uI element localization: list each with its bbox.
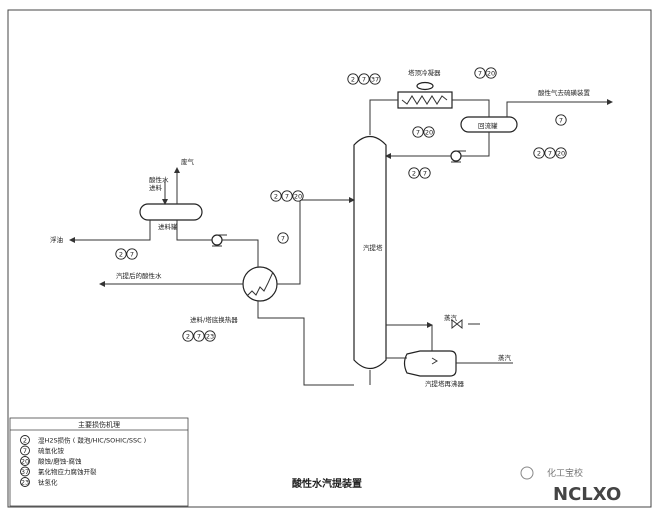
- legend-title: 主要损伤机理: [78, 420, 120, 429]
- damage-marker-feed-drum: 7: [126, 248, 138, 260]
- watermark: 化工宝校 NCLXO: [520, 466, 621, 505]
- damage-marker-feed-line: 2: [270, 190, 282, 202]
- damage-code: 7: [281, 234, 285, 242]
- damage-marker-exchanger: 2: [182, 330, 194, 342]
- damage-code: 37: [371, 75, 379, 83]
- feed-drum-label: 进料罐: [158, 222, 178, 231]
- damage-marker-pump-top: 20: [423, 126, 435, 138]
- damage-code: 7: [423, 169, 427, 177]
- legend-code-marker: 20: [20, 456, 30, 466]
- legend-code-marker: 37: [20, 466, 30, 477]
- damage-marker-to-sulfur: 7: [555, 114, 567, 126]
- damage-legend: 主要损伤机理 2 湿H2S损伤 ( 鼓泡/HIC/SOHIC/SSC ) 7 硫氢化铵…: [9, 417, 189, 507]
- damage-code: 7: [197, 332, 201, 340]
- legend-item-text: 酸蚀/磨蚀-腐蚀: [38, 456, 82, 465]
- damage-marker-condenser-left: 2: [347, 73, 359, 85]
- acid-water-feed-label-1: 酸性水: [149, 175, 169, 184]
- oil-label: 浮油: [50, 235, 63, 244]
- damage-marker-reflux-drum: 2: [533, 147, 545, 159]
- condenser-label: 塔顶冷凝器: [408, 68, 441, 77]
- damage-marker-tower-upper: 2: [408, 167, 420, 179]
- damage-marker-reflux-drum: 20: [555, 147, 567, 159]
- diagram-title: 酸性水汽提装置: [292, 477, 362, 490]
- wechat-icon: [520, 466, 534, 480]
- watermark-text: 化工宝校: [547, 467, 583, 479]
- damage-code: 7: [130, 250, 134, 258]
- damage-code: 20: [294, 192, 302, 200]
- damage-code: 23: [206, 332, 214, 340]
- damage-code: 2: [351, 75, 355, 83]
- acid-gas-to-sulfur-label: 酸性气去硫磺装置: [538, 88, 591, 97]
- reflux-drum-label: 回流罐: [478, 121, 498, 130]
- damage-code: 7: [23, 447, 27, 455]
- damage-code: 2: [23, 436, 27, 444]
- damage-code: 7: [285, 192, 289, 200]
- legend-code-marker: 2: [20, 435, 30, 445]
- damage-marker-pump-bottom: 7: [277, 232, 289, 244]
- damage-marker-pump-top: 7: [412, 126, 424, 138]
- damage-marker-reflux-drum: 7: [544, 147, 556, 159]
- damage-marker-feed-drum: 2: [115, 248, 127, 260]
- legend-code-marker: 7: [20, 445, 30, 456]
- damage-code: 20: [557, 149, 565, 157]
- damage-code: 23: [21, 478, 29, 486]
- damage-code: 2: [119, 250, 123, 258]
- fan-icon: [416, 81, 434, 91]
- damage-code: 7: [548, 149, 552, 157]
- damage-marker-condenser-left: 37: [369, 73, 381, 85]
- watermark-logo: NCLXO: [553, 484, 621, 505]
- damage-code: 2: [274, 192, 278, 200]
- damage-code: 20: [21, 457, 29, 465]
- damage-marker-feed-line: 7: [281, 190, 293, 202]
- damage-code: 37: [21, 468, 29, 476]
- legend-item-text: 钛氢化: [38, 477, 58, 486]
- damage-marker-condenser-right: 20: [485, 67, 497, 79]
- damage-code: 2: [186, 332, 190, 340]
- stripper-label: 汽提塔: [363, 243, 383, 252]
- waste-gas-label: 废气: [181, 157, 195, 166]
- damage-code: 20: [487, 69, 495, 77]
- steam-label-1: 蒸汽: [444, 313, 458, 322]
- legend-code-marker: 23: [20, 477, 30, 487]
- piping: [69, 99, 613, 386]
- drawing-frame: [7, 9, 652, 508]
- damage-code: 20: [425, 128, 433, 136]
- stripper-tower: 汽提塔: [353, 135, 387, 370]
- feed-drum: 进料罐: [139, 203, 203, 231]
- damage-marker-exchanger: 7: [193, 330, 205, 342]
- legend-item-text: 硫氢化铵: [38, 446, 65, 455]
- damage-marker-feed-line: 20: [292, 190, 304, 202]
- damage-marker-tower-upper: 7: [419, 167, 431, 179]
- steam-label-2: 蒸汽: [498, 353, 512, 362]
- damage-code: 7: [362, 75, 366, 83]
- damage-code: 7: [559, 116, 563, 124]
- damage-marker-condenser-left: 7: [358, 73, 370, 85]
- stripped-water-label: 汽提后的酸性水: [116, 271, 162, 280]
- exchanger-label: 进料/塔底换热器: [190, 315, 238, 324]
- reboiler-label: 汽提塔再沸器: [425, 379, 465, 388]
- overhead-condenser: 塔顶冷凝器: [397, 68, 453, 109]
- reboiler: 汽提塔再沸器: [403, 350, 465, 388]
- feed-bottoms-exchanger: 进料/塔底换热器: [190, 266, 278, 324]
- legend-item-text: 氯化物应力腐蚀开裂: [38, 467, 97, 476]
- acid-water-feed-label-2: 进料: [149, 183, 163, 192]
- damage-marker-exchanger: 23: [204, 330, 216, 342]
- damage-code: 2: [537, 149, 541, 157]
- reflux-drum: 回流罐: [460, 116, 518, 133]
- damage-marker-condenser-right: 7: [474, 67, 486, 79]
- legend-item-text: 湿H2S损伤 ( 鼓泡/HIC/SOHIC/SSC ): [38, 435, 146, 444]
- damage-code: 7: [478, 69, 482, 77]
- damage-code: 2: [412, 169, 416, 177]
- damage-code: 7: [416, 128, 420, 136]
